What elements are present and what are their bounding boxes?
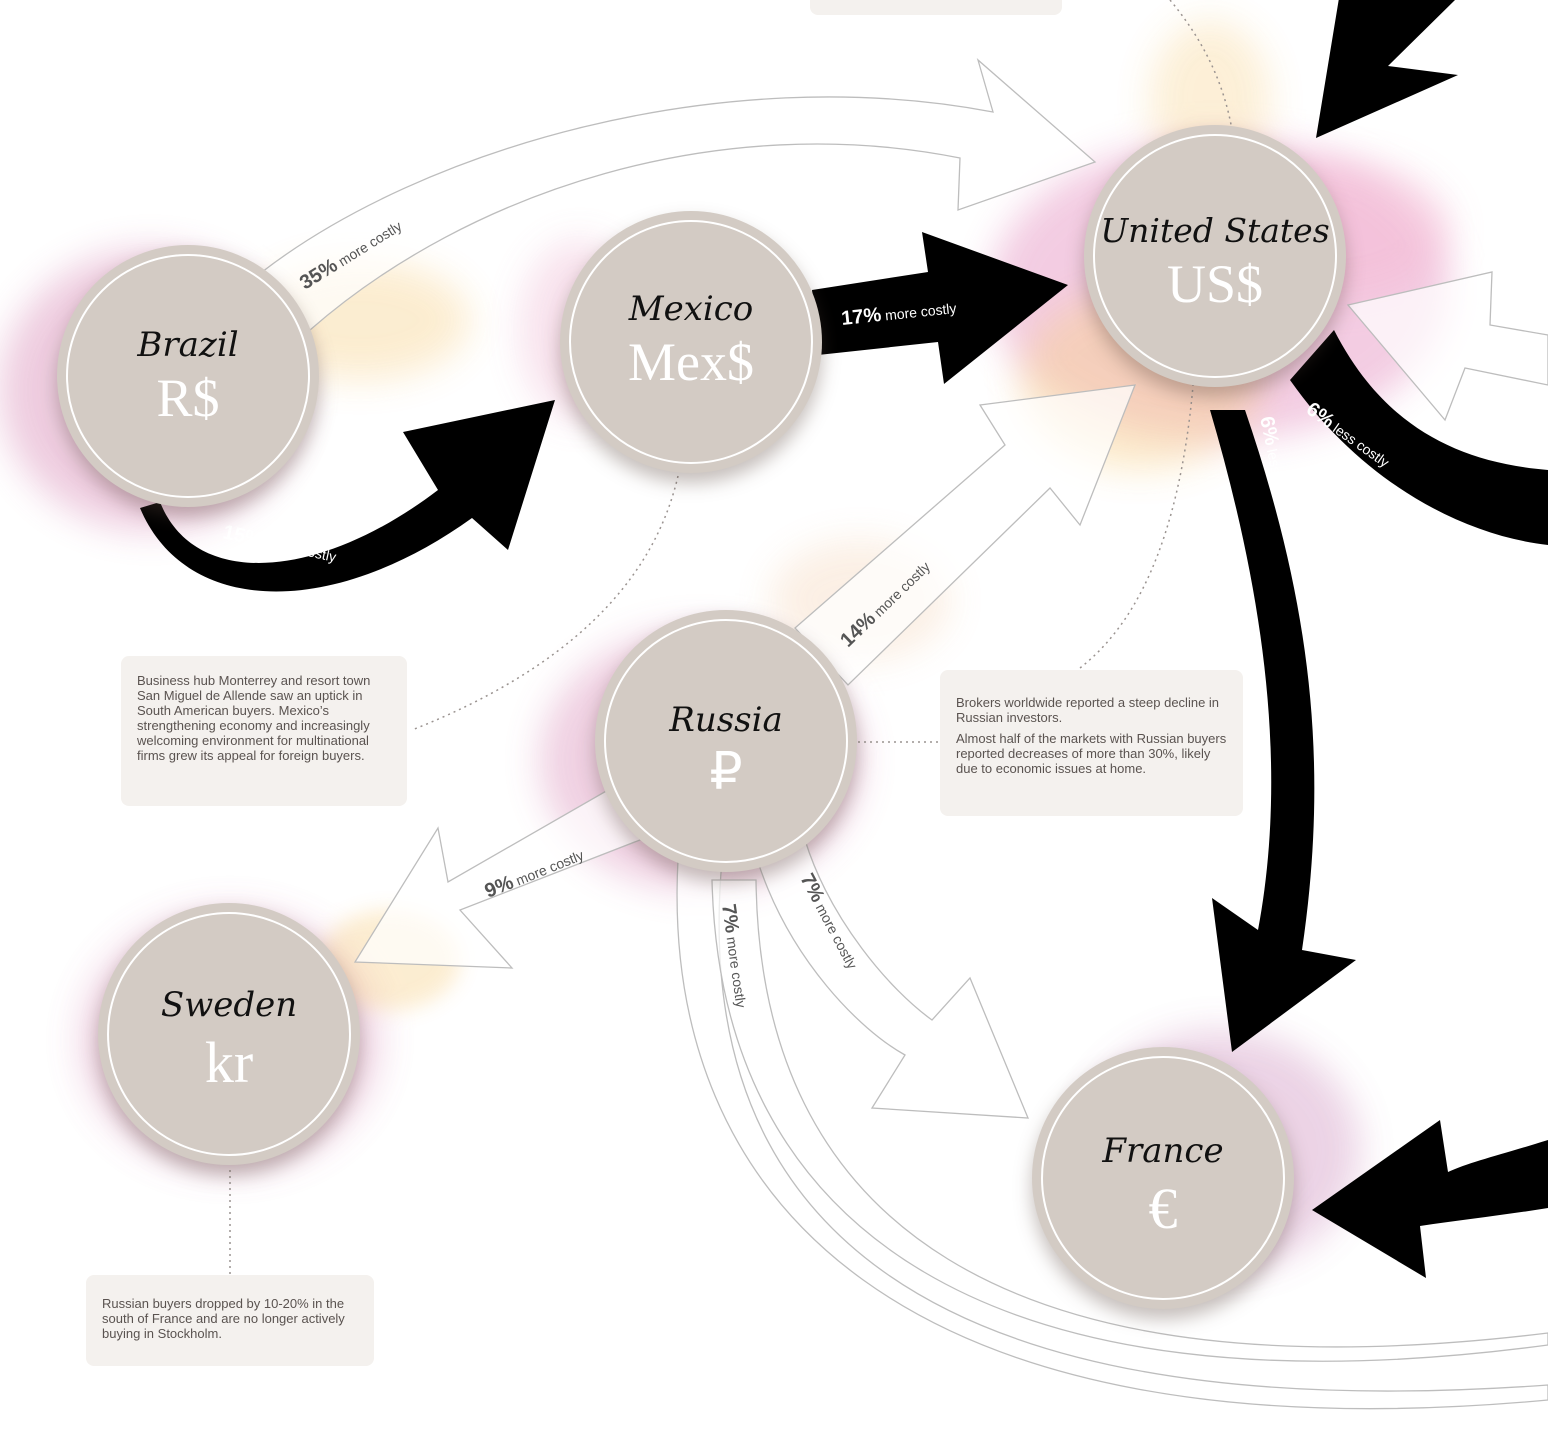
flow-label-brazil-mexico: 15% more costly	[221, 521, 339, 567]
arrow-russia-to-us	[794, 384, 1137, 686]
note-text: Business hub Monterrey and resort town S…	[137, 673, 371, 763]
flow-label-mexico-us: 17% more costly	[840, 296, 957, 330]
node-sweden: Sweden kr	[98, 903, 360, 1165]
node-ring	[66, 254, 310, 498]
note-mexico: Business hub Monterrey and resort town S…	[121, 656, 407, 806]
node-brazil: Brazil R$	[57, 245, 319, 507]
note-russia: Brokers worldwide reported a steep decli…	[940, 670, 1243, 816]
country-name: Russia	[669, 700, 783, 740]
node-russia: Russia ₽	[595, 610, 857, 872]
country-name: United States	[1100, 211, 1330, 250]
note-text: Russian buyers dropped by 10-20% in the …	[102, 1296, 345, 1341]
arrow-russia-offscreen-outer	[676, 859, 1548, 1410]
node-ring	[1093, 134, 1337, 378]
arrow-russia-to-france	[757, 839, 1029, 1119]
node-ring	[569, 220, 813, 464]
country-name: Brazil	[137, 325, 239, 365]
currency-symbol: €	[1148, 1176, 1178, 1241]
arrow-us-to-france	[1210, 410, 1356, 1052]
arrow-russia-to-sweden	[353, 789, 647, 969]
note-top-fragment	[810, 0, 1062, 15]
node-ring	[107, 912, 351, 1156]
currency-symbol: Mex$	[628, 332, 754, 392]
currency-symbol: R$	[156, 368, 220, 428]
note-text: Almost half of the markets with Russian …	[956, 731, 1227, 776]
node-mexico: Mexico Mex$	[560, 211, 822, 473]
currency-symbol: ₽	[709, 742, 743, 802]
arrow-brazil-to-mexico	[140, 400, 555, 592]
arrow-brazil-to-us	[261, 58, 1097, 331]
node-ring	[1041, 1056, 1285, 1300]
country-name: France	[1102, 1131, 1224, 1171]
note-sweden: Russian buyers dropped by 10-20% in the …	[86, 1275, 374, 1366]
arrow-russia-offscreen-inner	[711, 879, 1548, 1362]
country-name: Sweden	[160, 985, 298, 1025]
country-name: Mexico	[628, 289, 754, 329]
node-france: France €	[1032, 1047, 1294, 1309]
arrow-offscreen-to-us-light	[1346, 271, 1548, 422]
arrow-topright-to-us	[1316, 0, 1458, 138]
node-ring	[604, 619, 848, 863]
arrow-offscreen-to-france	[1312, 1120, 1548, 1278]
arrow-mexico-to-us	[812, 232, 1068, 384]
node-united-states: United States US$	[1084, 125, 1346, 387]
note-text: Brokers worldwide reported a steep decli…	[956, 695, 1220, 725]
currency-symbol: US$	[1166, 254, 1264, 314]
arrow-us-to-offscreen	[1290, 330, 1548, 545]
currency-symbol: kr	[204, 1030, 254, 1095]
